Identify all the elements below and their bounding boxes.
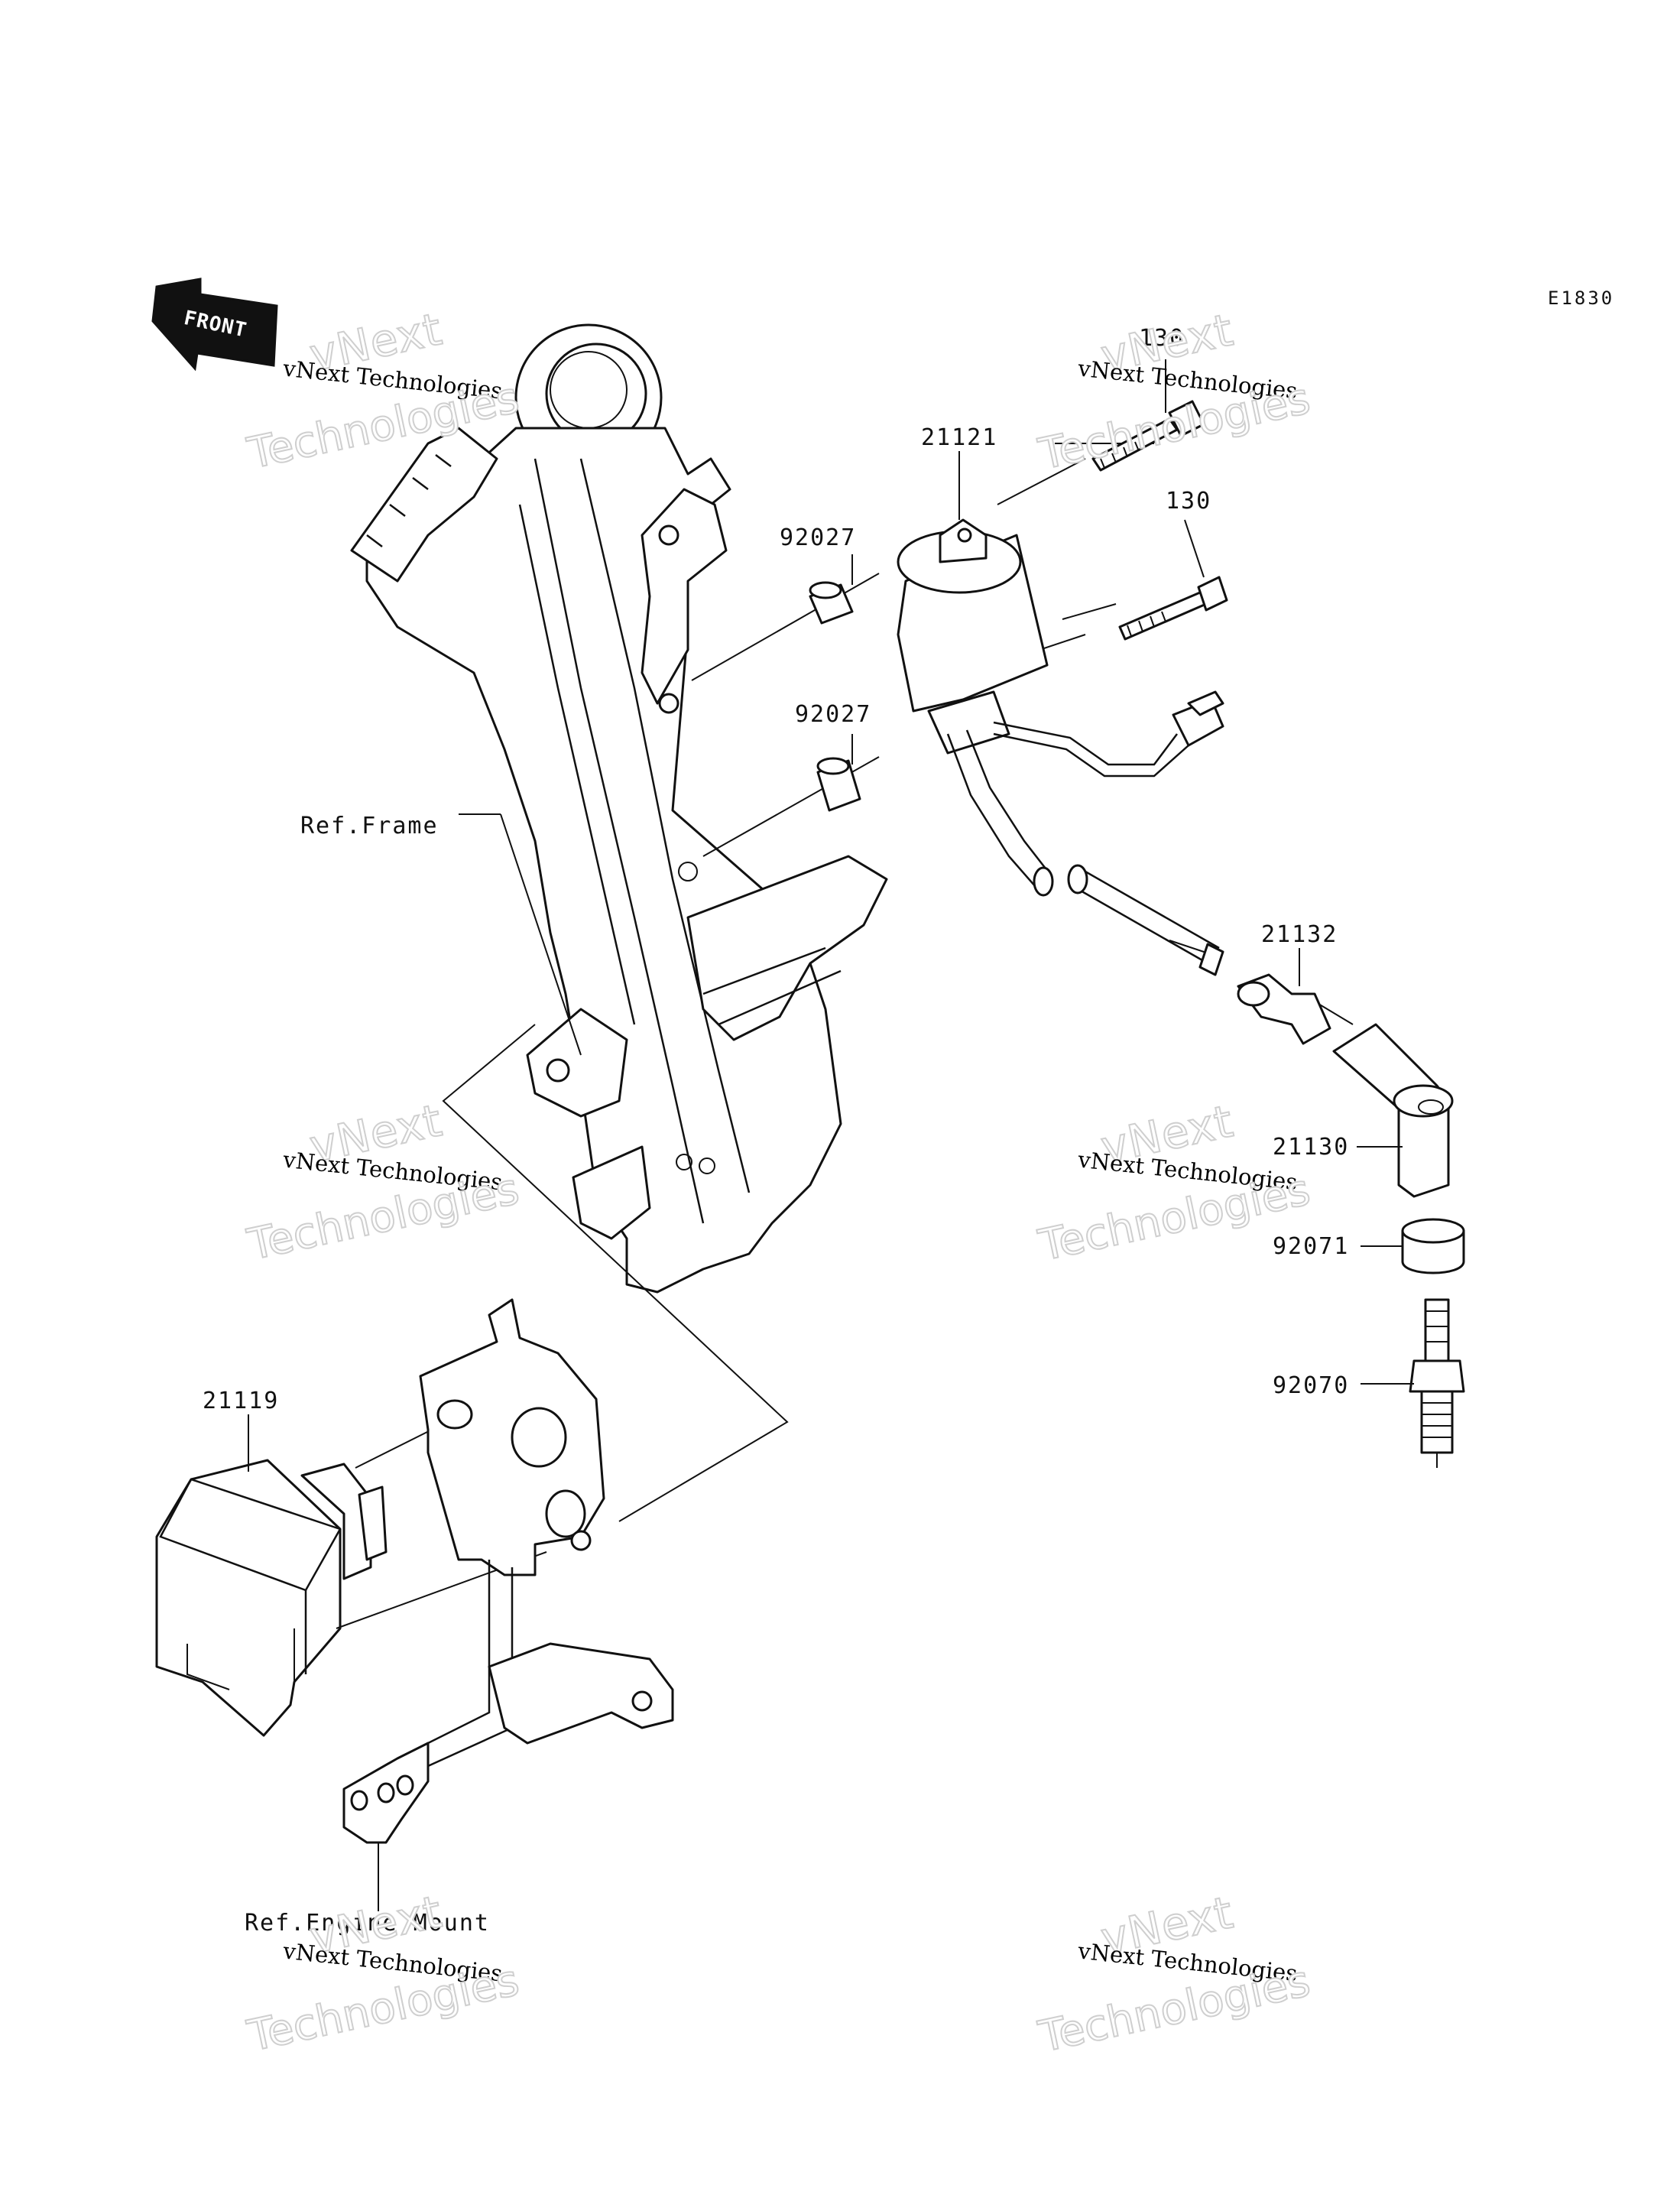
label-21121: 21121 <box>921 424 997 451</box>
spacer-92027-bottom <box>816 757 861 812</box>
bolt-130 <box>1118 576 1228 641</box>
label-ref-engine-mount: Ref.Engine Mount <box>245 1910 490 1937</box>
seal-92071 <box>1401 1218 1465 1274</box>
watermark-bottom-right: vNext vNext Technologies Technologies <box>1033 1885 1315 2063</box>
label-130-top: 130 <box>1139 325 1185 352</box>
spacer-92027-top <box>809 581 854 625</box>
label-leaders <box>248 359 1414 1911</box>
label-130: 130 <box>1166 488 1211 515</box>
label-92070: 92070 <box>1273 1372 1349 1399</box>
label-21132: 21132 <box>1261 921 1338 948</box>
cdi-unit <box>155 1459 388 1737</box>
label-21130: 21130 <box>1273 1134 1349 1161</box>
watermark-top-right: vNext vNext Technologies Technologies <box>1033 303 1315 480</box>
bolt-130-top <box>1091 400 1205 472</box>
diagram-code: E1830 <box>1548 287 1614 309</box>
spark-plug-92070 <box>1409 1298 1465 1468</box>
ignition-coil <box>897 518 1224 897</box>
engine-mount-bracket <box>342 1298 674 1844</box>
label-21119: 21119 <box>203 1388 279 1414</box>
label-92027-bottom: 92027 <box>795 701 871 728</box>
front-arrow-icon: FRONT <box>151 278 278 372</box>
cap-21132 <box>1237 973 1331 1045</box>
watermark-middle-left: vNext vNext Technologies Technologies <box>242 1093 524 1271</box>
frame-drawing <box>350 323 888 1294</box>
label-92027-top: 92027 <box>780 524 856 551</box>
label-ref-frame: Ref.Frame <box>300 813 439 839</box>
plug-cap-21130 <box>1332 1023 1454 1198</box>
label-92071: 92071 <box>1273 1233 1349 1260</box>
ht-cable <box>1067 864 1224 976</box>
